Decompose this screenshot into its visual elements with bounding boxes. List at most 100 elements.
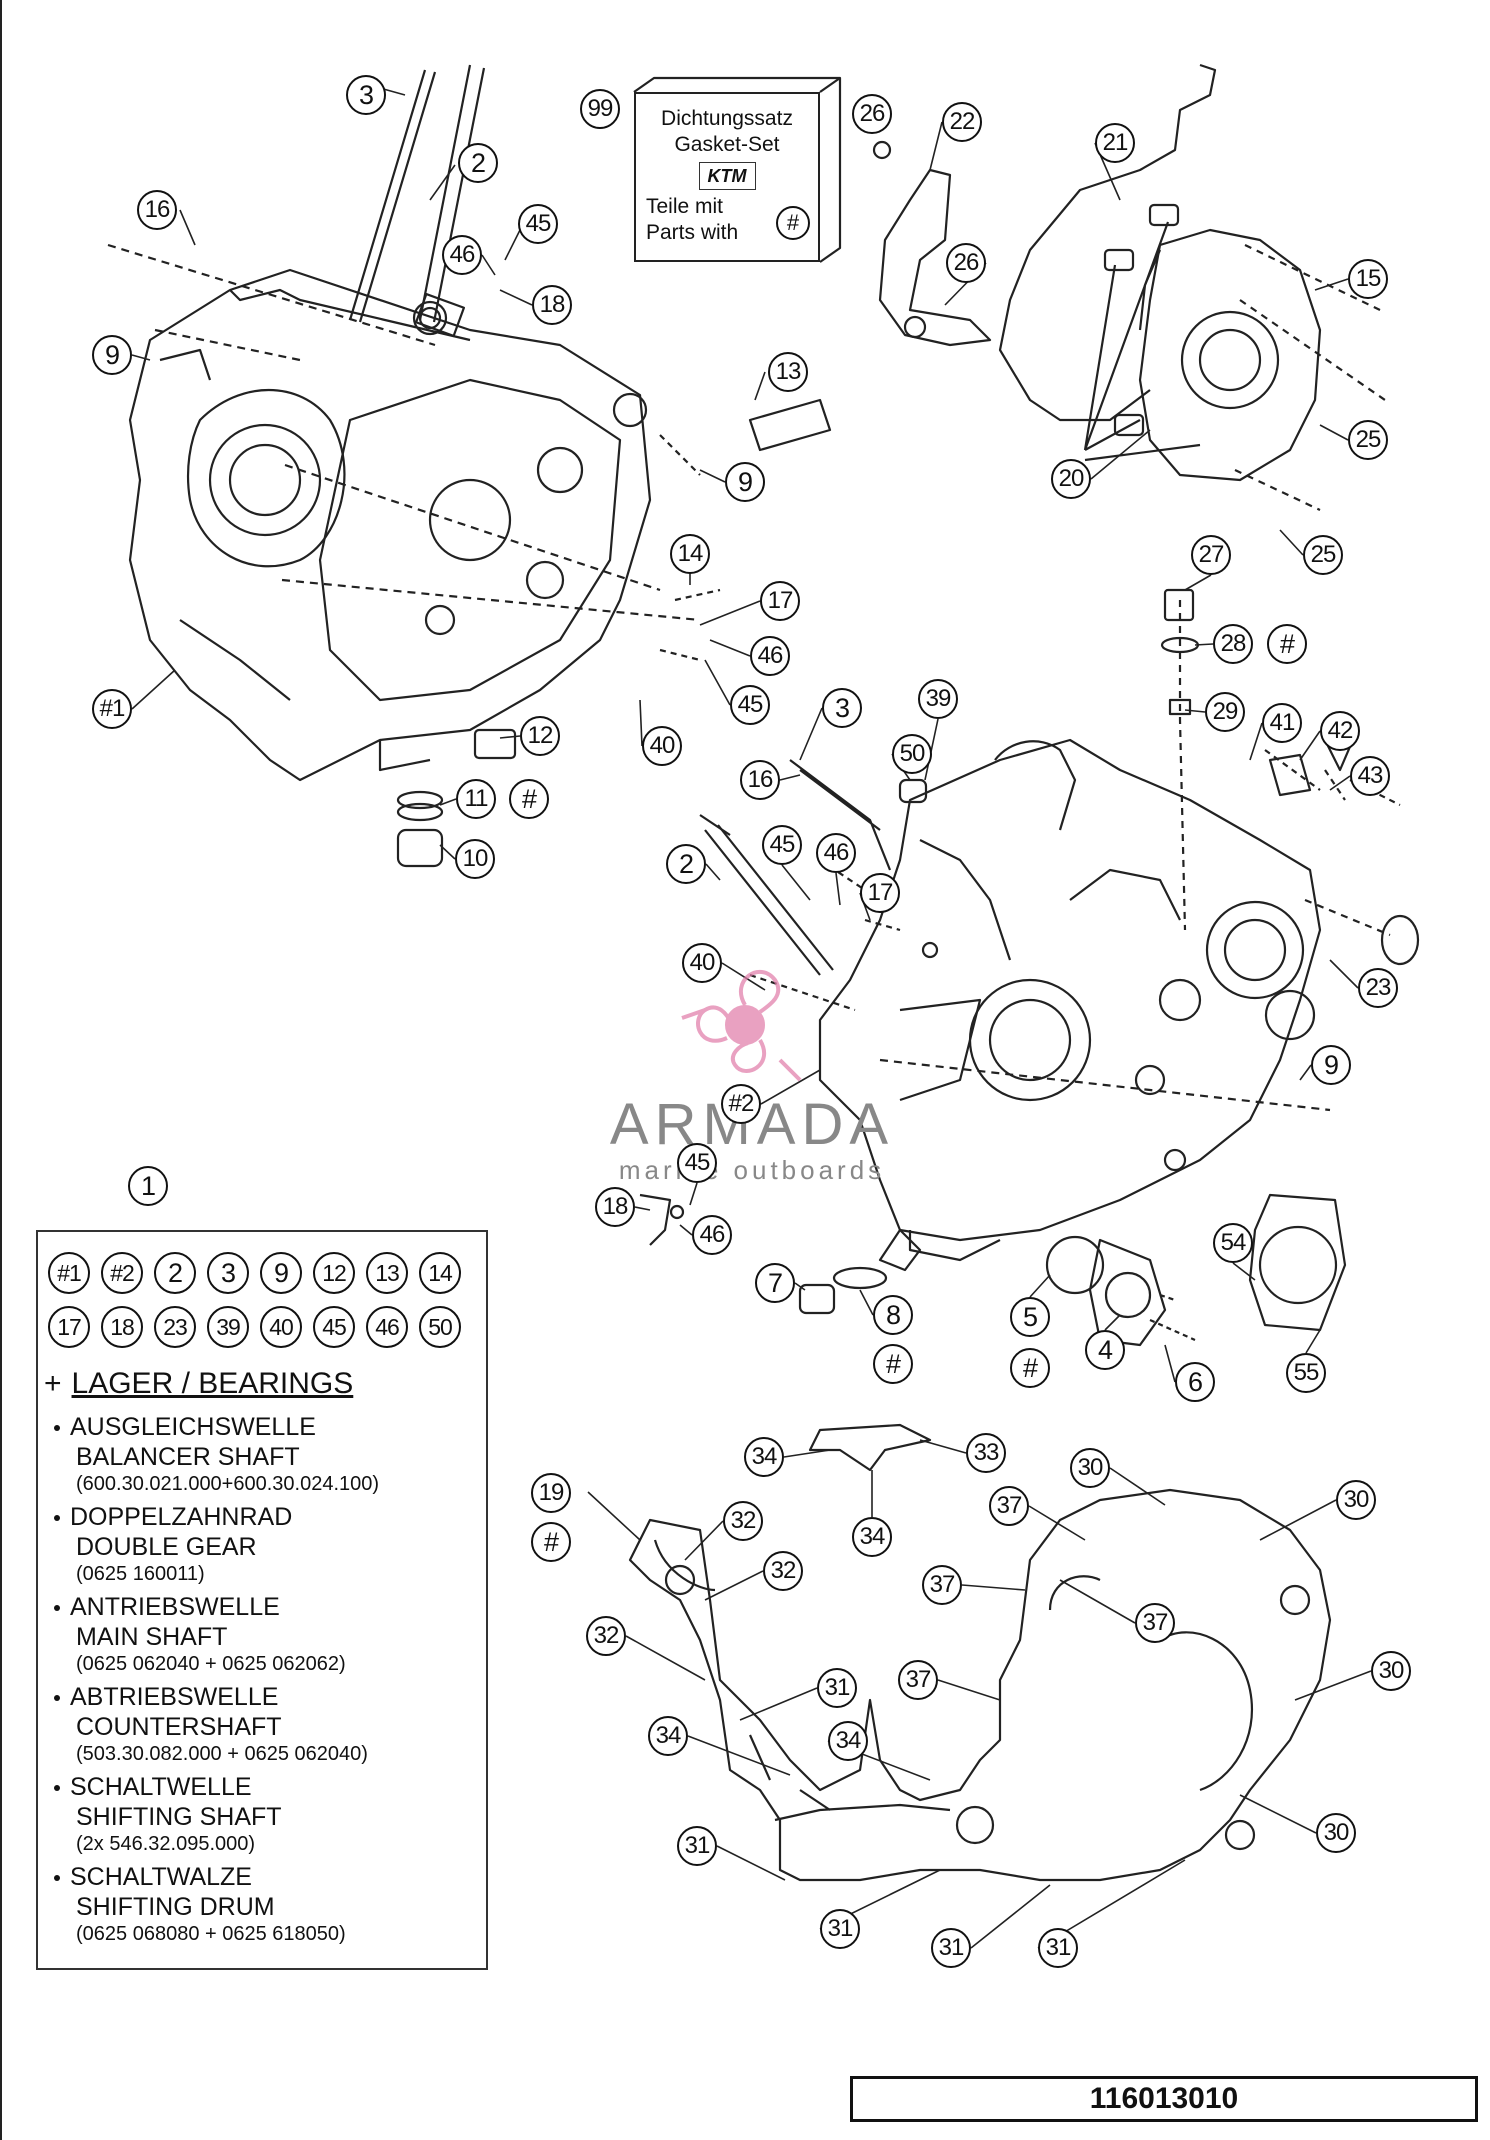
callout-label: 13 bbox=[768, 352, 808, 392]
callout-label: 55 bbox=[1286, 1353, 1326, 1393]
callout-label: 7 bbox=[755, 1263, 795, 1303]
callout-label: 45 bbox=[762, 825, 802, 865]
part-chip: #2 bbox=[101, 1252, 143, 1294]
bearing-name-de: SCHALTWALZE bbox=[70, 1863, 252, 1891]
callout-label: 12 bbox=[520, 716, 560, 756]
callout-label: 46 bbox=[816, 833, 856, 873]
callout-label: 32 bbox=[723, 1501, 763, 1541]
callout-label: 31 bbox=[817, 1668, 857, 1708]
callout-label: 6 bbox=[1175, 1362, 1215, 1402]
callout-label: 25 bbox=[1348, 420, 1388, 460]
bearing-name-de: SCHALTWELLE bbox=[70, 1773, 252, 1801]
callout-label: 17 bbox=[860, 873, 900, 913]
part-chip: 9 bbox=[260, 1252, 302, 1294]
gasket-set-hash-badge: # bbox=[776, 206, 810, 240]
bearing-name-en: DOUBLE GEAR bbox=[76, 1533, 257, 1561]
callout-label: 46 bbox=[442, 235, 482, 275]
callout-label: 29 bbox=[1205, 692, 1245, 732]
callout-label: 4 bbox=[1085, 1330, 1125, 1370]
callout-label: 11 bbox=[456, 779, 496, 819]
gasket-set-box: Dichtungssatz Gasket-Set KTM Teile mit P… bbox=[634, 92, 820, 262]
callout-label: 34 bbox=[744, 1437, 784, 1477]
callout-label: 37 bbox=[1135, 1603, 1175, 1643]
bearing-name-de: DOPPELZAHNRAD bbox=[70, 1503, 293, 1531]
callout-label: 9 bbox=[725, 462, 765, 502]
callout-label: #1 bbox=[92, 689, 132, 729]
callout-label: 37 bbox=[898, 1660, 938, 1700]
callout-label: 43 bbox=[1350, 756, 1390, 796]
bearing-name-en: SHIFTING DRUM bbox=[76, 1893, 275, 1921]
callout-label: 5 bbox=[1010, 1297, 1050, 1337]
bearing-part-numbers: (0625 068080 + 0625 618050) bbox=[76, 1923, 346, 1945]
callout-label: # bbox=[531, 1522, 571, 1562]
callout-label: 34 bbox=[852, 1517, 892, 1557]
callout-label: 16 bbox=[740, 760, 780, 800]
part-chip: 39 bbox=[207, 1306, 249, 1348]
callout-label: #2 bbox=[721, 1084, 761, 1124]
bearing-part-numbers: (2x 546.32.095.000) bbox=[76, 1833, 256, 1855]
bullet-icon bbox=[54, 1695, 60, 1702]
part-chip: #1 bbox=[48, 1252, 90, 1294]
callout-label: 1 bbox=[128, 1166, 168, 1206]
callout-label: 16 bbox=[137, 190, 177, 230]
callout-label: 30 bbox=[1316, 1813, 1356, 1853]
stud-3 bbox=[348, 69, 437, 323]
gasket-set-line4: Parts with bbox=[646, 221, 739, 244]
bearing-name-en: COUNTERSHAFT bbox=[76, 1713, 282, 1741]
bearing-part-numbers: (503.30.082.000 + 0625 062040) bbox=[76, 1743, 368, 1765]
callout-label: 9 bbox=[1311, 1045, 1351, 1085]
watermark-logo bbox=[681, 969, 802, 1082]
callout-label: 22 bbox=[942, 102, 982, 142]
callout-label: 27 bbox=[1191, 535, 1231, 575]
part-chip: 17 bbox=[48, 1306, 90, 1348]
drawing-number: 116013010 bbox=[850, 2076, 1478, 2122]
part-chip: 46 bbox=[366, 1306, 408, 1348]
left-frame-line bbox=[0, 0, 2, 2140]
heading-plus: + bbox=[44, 1367, 62, 1400]
callout-label: # bbox=[873, 1344, 913, 1384]
part-chip: 12 bbox=[313, 1252, 355, 1294]
callout-label: 41 bbox=[1262, 703, 1302, 743]
callout-label: 31 bbox=[820, 1909, 860, 1949]
callout-label: 18 bbox=[595, 1187, 635, 1227]
callout-label: # bbox=[1010, 1348, 1050, 1388]
callout-label: 17 bbox=[760, 581, 800, 621]
bracket-22 bbox=[878, 168, 992, 347]
callout-label: 19 bbox=[531, 1473, 571, 1513]
callout-label: 99 bbox=[580, 89, 620, 129]
part-chip: 45 bbox=[313, 1306, 355, 1348]
callout-label: 45 bbox=[677, 1143, 717, 1183]
callout-label: 28 bbox=[1213, 624, 1253, 664]
bearing-name-de: ANTRIEBSWELLE bbox=[70, 1593, 280, 1621]
bearing-part-numbers: (600.30.021.000+600.30.024.100) bbox=[76, 1473, 380, 1495]
callout-label: 21 bbox=[1095, 123, 1135, 163]
ktm-logo: KTM bbox=[698, 162, 756, 190]
callout-label: 40 bbox=[682, 943, 722, 983]
callout-label: 39 bbox=[918, 679, 958, 719]
bearing-name-de: AUSGLEICHSWELLE bbox=[70, 1413, 316, 1441]
callout-label: 3 bbox=[822, 688, 862, 728]
bearing-part-numbers: (0625 160011) bbox=[76, 1563, 205, 1585]
callout-label: 20 bbox=[1051, 459, 1091, 499]
watermark-sub: marine outboards bbox=[618, 1155, 886, 1185]
bullet-icon bbox=[54, 1605, 60, 1612]
callout-label: 2 bbox=[458, 143, 498, 183]
callout-label: 37 bbox=[989, 1486, 1029, 1526]
callout-label: 26 bbox=[852, 94, 892, 134]
callout-label: 45 bbox=[518, 204, 558, 244]
callout-label: 30 bbox=[1336, 1480, 1376, 1520]
callout-label: 46 bbox=[692, 1215, 732, 1255]
callout-label: 25 bbox=[1303, 535, 1343, 575]
callout-label: 31 bbox=[931, 1928, 971, 1968]
base-gasket bbox=[628, 1423, 1332, 1882]
gasket-54 bbox=[1248, 1193, 1347, 1332]
callout-label: 2 bbox=[666, 844, 706, 884]
callout-label: 30 bbox=[1371, 1651, 1411, 1691]
bearing-name-de: ABTRIEBSWELLE bbox=[70, 1683, 279, 1711]
bearing-part-numbers: (0625 062040 + 0625 062062) bbox=[76, 1653, 346, 1675]
